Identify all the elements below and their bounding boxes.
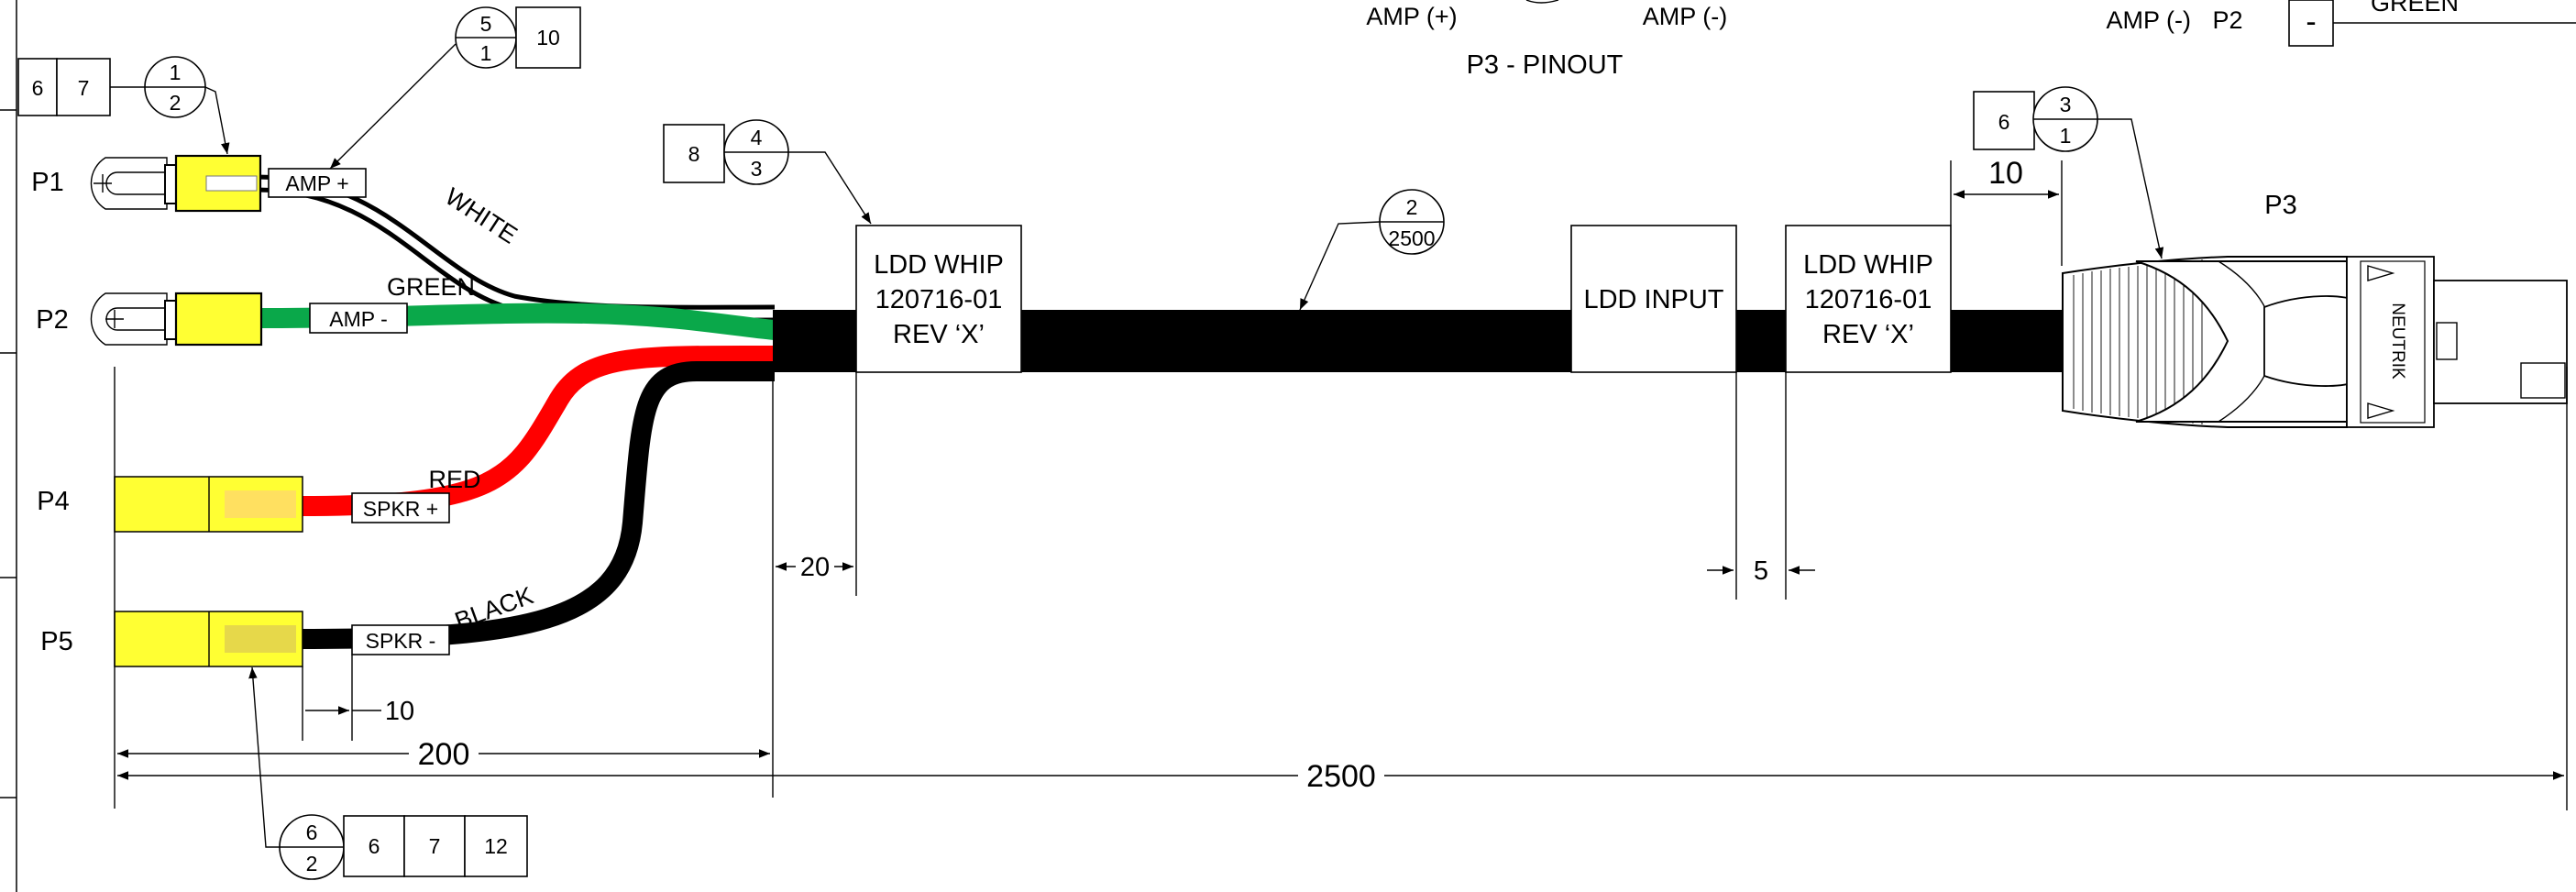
ldd-input-label: LDD INPUT — [1583, 285, 1723, 314]
whip-left-line2: 120716-01 — [875, 285, 1003, 314]
p5-terminal — [114, 611, 303, 667]
amp-plus-pin-label: AMP (+) — [1366, 3, 1457, 30]
p5-label: P5 — [40, 627, 72, 656]
p2-label: P2 — [36, 305, 68, 335]
callout-p1-bottom: 2 — [170, 91, 182, 115]
amp-plus-label: AMP + — [285, 171, 348, 195]
callout-p1-note-a: 6 — [32, 76, 44, 100]
p3-label: P3 — [2264, 191, 2296, 220]
p2-row-connector: P2 — [2212, 6, 2242, 34]
callout-p5-note-a: 6 — [369, 834, 380, 858]
whip-left-line3: REV ‘X’ — [893, 320, 985, 349]
callout-p5-bottom: 2 — [306, 852, 318, 875]
callout-p3-note: 6 — [1998, 110, 2010, 134]
white-wire-label: WHITE — [440, 182, 522, 249]
dimension-p3-offset: 10 — [1950, 156, 2063, 266]
p3-brand-text: NEUTRIK — [2388, 303, 2407, 380]
callout-label-top: 5 — [480, 12, 492, 36]
callout-whip-label: 8 4 3 — [663, 119, 872, 225]
dim-breakout: 200 — [418, 737, 470, 772]
callout-p1-terminal: 6 7 1 2 — [17, 56, 230, 155]
callout-p3: 6 3 1 — [1973, 86, 2164, 259]
p3-xlr-connector: NEUTRIK — [2062, 256, 2568, 428]
p3-pinout-header: AMP (+) AMP (-) P3 - PINOUT AMP (-) P2 -… — [1366, 0, 2576, 80]
dim-gap: 5 — [1754, 556, 1768, 586]
callout-cable-bottom: 2500 — [1388, 226, 1435, 250]
p2-row-wire: GREEN — [2371, 0, 2459, 17]
p2-row-signal: AMP (-) — [2107, 6, 2192, 34]
dimension-label-offset: 20 — [772, 372, 857, 798]
pinout-title: P3 - PINOUT — [1467, 50, 1624, 80]
callout-p5-top: 6 — [306, 820, 318, 844]
callout-p5: 6 2 6 7 12 — [248, 666, 528, 880]
callout-p1-label: 5 1 10 — [329, 6, 581, 170]
dimension-gap: 5 — [1707, 372, 1815, 600]
sheet-frame — [0, 0, 17, 892]
dimension-breakout: 200 — [114, 367, 770, 809]
callout-p1-top: 1 — [170, 61, 182, 84]
green-wire-label: GREEN — [387, 273, 475, 301]
spkr-plus-label: SPKR + — [363, 497, 438, 521]
dim-label-offset: 20 — [800, 553, 830, 582]
callout-p3-bottom: 1 — [2060, 124, 2072, 148]
callout-cable-top: 2 — [1406, 195, 1418, 219]
callout-p5-note-b: 7 — [429, 834, 441, 858]
main-cable: LDD WHIP 120716-01 REV ‘X’ LDD INPUT LDD… — [773, 225, 2062, 373]
callout-whip-bottom: 3 — [751, 157, 763, 181]
whip-right-line3: REV ‘X’ — [1822, 320, 1914, 349]
p4-label: P4 — [37, 487, 69, 516]
white-wire — [256, 174, 776, 323]
callout-label-bottom: 1 — [480, 41, 492, 65]
whip-left-line1: LDD WHIP — [874, 250, 1004, 280]
p4-terminal — [114, 476, 303, 533]
p1-ring-terminal — [90, 154, 262, 213]
p2-ring-terminal — [90, 292, 263, 347]
amp-minus-label: AMP - — [329, 307, 387, 331]
callout-cable: 2 2500 — [1299, 189, 1445, 311]
p2-row-pin: - — [2306, 5, 2316, 39]
callout-p1-note-b: 7 — [78, 76, 90, 100]
dim-overall: 2500 — [1306, 759, 1376, 794]
whip-right-line2: 120716-01 — [1805, 285, 1932, 314]
callout-whip-note: 8 — [688, 142, 700, 166]
p1-label: P1 — [31, 168, 63, 197]
spkr-minus-label: SPKR - — [366, 629, 436, 653]
dim-spkr-offset: 10 — [385, 697, 414, 726]
callout-p3-top: 3 — [2060, 93, 2072, 116]
callout-label-note: 10 — [536, 26, 560, 50]
dimension-overall: 2500 — [117, 367, 2568, 810]
dimension-spkr-offset: 10 — [302, 655, 414, 741]
black-wire — [300, 361, 775, 649]
dim-p3-offset: 10 — [1988, 156, 2023, 191]
amp-minus-pin-label: AMP (-) — [1643, 3, 1728, 30]
callout-p5-note-c: 12 — [484, 834, 508, 858]
callout-whip-top: 4 — [751, 126, 763, 149]
red-wire-label: RED — [428, 466, 480, 493]
whip-right-line1: LDD WHIP — [1803, 250, 1933, 280]
wires — [256, 174, 776, 649]
